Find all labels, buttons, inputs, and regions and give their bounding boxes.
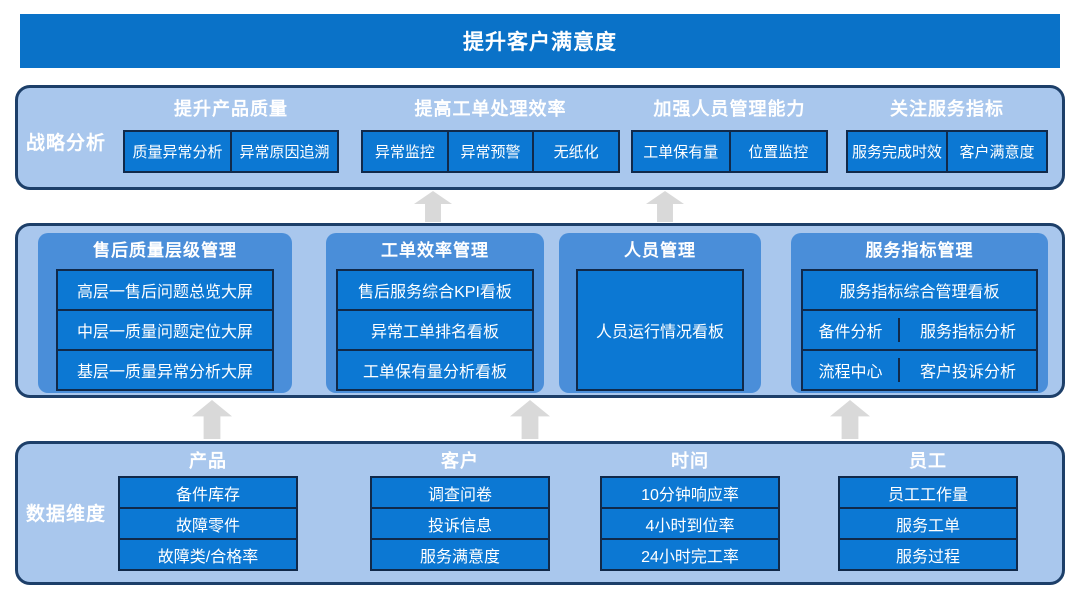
strategy-group-title: 加强人员管理能力	[653, 99, 806, 119]
dashboard-item: 流程中心	[803, 358, 900, 382]
management-group-ticket-efficiency: 工单效率管理 售后服务综合KPI看板 异常工单排名看板 工单保有量分析看板	[326, 233, 544, 393]
management-group-personnel: 人员管理 人员运行情况看板	[559, 233, 761, 393]
dashboard-item: 人员运行情况看板	[578, 271, 742, 389]
strategy-group-service-metrics: 关注服务指标 服务完成时效 客户满意度	[846, 96, 1048, 173]
data-item: 服务过程	[840, 538, 1016, 569]
strategy-item: 异常原因追溯	[230, 132, 337, 171]
data-item: 服务工单	[840, 507, 1016, 538]
dashboard-item: 售后服务综合KPI看板	[338, 271, 532, 309]
up-arrow-icon	[830, 400, 870, 439]
management-group-title: 工单效率管理	[381, 241, 489, 260]
management-group-rows: 人员运行情况看板	[576, 269, 744, 391]
strategy-group-cells: 服务完成时效 客户满意度	[846, 130, 1048, 173]
management-group-aftersales-quality: 售后质量层级管理 高层一售后问题总览大屏 中层一质量问题定位大屏 基层一质量异常…	[38, 233, 292, 393]
data-column-title: 产品	[189, 451, 227, 471]
data-column-title: 员工	[909, 451, 947, 471]
data-item: 故障零件	[120, 507, 296, 538]
strategy-group-title: 提升产品质量	[174, 99, 288, 119]
data-item: 10分钟响应率	[602, 478, 778, 507]
data-dimensions-section: 数据维度 产品 备件库存 故障零件 故障类/合格率 客户 调查问卷 投诉信息 服…	[15, 441, 1065, 585]
management-group-rows: 售后服务综合KPI看板 异常工单排名看板 工单保有量分析看板	[336, 269, 534, 391]
goal-banner-title: 提升客户满意度	[463, 31, 617, 54]
strategy-group-cells: 质量异常分析 异常原因追溯	[123, 130, 339, 173]
up-arrow-icon	[510, 400, 550, 439]
dashboard-item: 服务指标综合管理看板	[803, 271, 1036, 309]
dashboard-item-row: 流程中心 客户投诉分析	[803, 349, 1036, 389]
dashboard-item: 异常工单排名看板	[338, 309, 532, 349]
data-column-title: 时间	[671, 451, 709, 471]
data-item: 4小时到位率	[602, 507, 778, 538]
up-arrow-icon	[646, 191, 684, 222]
data-item: 备件库存	[120, 478, 296, 507]
data-column-time: 时间 10分钟响应率 4小时到位率 24小时完工率	[600, 449, 780, 571]
data-item: 调查问卷	[372, 478, 548, 507]
strategy-item: 客户满意度	[946, 132, 1046, 171]
data-item: 服务满意度	[372, 538, 548, 569]
dashboard-item: 工单保有量分析看板	[338, 349, 532, 389]
data-column-rows: 员工工作量 服务工单 服务过程	[838, 476, 1018, 571]
dashboard-item: 高层一售后问题总览大屏	[58, 271, 272, 309]
up-arrow-icon	[192, 400, 232, 439]
data-column-customer: 客户 调查问卷 投诉信息 服务满意度	[370, 449, 550, 571]
management-group-service-metrics: 服务指标管理 服务指标综合管理看板 备件分析 服务指标分析 流程中心 客户投诉分…	[791, 233, 1048, 393]
data-item: 投诉信息	[372, 507, 548, 538]
data-dimensions-label: 数据维度	[26, 504, 107, 525]
management-group-rows: 服务指标综合管理看板 备件分析 服务指标分析 流程中心 客户投诉分析	[801, 269, 1038, 391]
data-column-title: 客户	[441, 451, 479, 471]
dashboard-item-row: 备件分析 服务指标分析	[803, 309, 1036, 349]
strategy-group-title: 提高工单处理效率	[414, 99, 567, 119]
strategy-group-personnel: 加强人员管理能力 工单保有量 位置监控	[631, 96, 828, 173]
strategy-group-cells: 工单保有量 位置监控	[631, 130, 828, 173]
up-arrow-icon	[414, 191, 452, 222]
management-group-title: 人员管理	[624, 241, 696, 260]
strategy-item: 服务完成时效	[848, 132, 946, 171]
dashboard-item: 备件分析	[803, 318, 900, 342]
strategy-item: 质量异常分析	[125, 132, 230, 171]
strategy-item: 工单保有量	[633, 132, 729, 171]
strategy-section-label: 战略分析	[26, 133, 107, 154]
data-item: 24小时完工率	[602, 538, 778, 569]
strategy-group-ticket-efficiency: 提高工单处理效率 异常监控 异常预警 无纸化	[361, 96, 620, 173]
data-item: 故障类/合格率	[120, 538, 296, 569]
data-column-rows: 备件库存 故障零件 故障类/合格率	[118, 476, 298, 571]
data-column-employee: 员工 员工工作量 服务工单 服务过程	[838, 449, 1018, 571]
goal-banner: 提升客户满意度	[20, 14, 1060, 68]
strategy-group-product-quality: 提升产品质量 质量异常分析 异常原因追溯	[123, 96, 339, 173]
dashboard-item: 服务指标分析	[919, 324, 1016, 341]
management-section: 售后质量层级管理 高层一售后问题总览大屏 中层一质量问题定位大屏 基层一质量异常…	[15, 223, 1065, 398]
strategy-section: 战略分析 提升产品质量 质量异常分析 异常原因追溯 提高工单处理效率 异常监控 …	[15, 85, 1065, 190]
strategy-group-title: 关注服务指标	[890, 99, 1004, 119]
management-group-title: 售后质量层级管理	[93, 241, 237, 260]
strategy-item: 异常预警	[446, 132, 533, 171]
data-item: 员工工作量	[840, 478, 1016, 507]
dashboard-item: 基层一质量异常分析大屏	[58, 349, 272, 389]
data-column-rows: 调查问卷 投诉信息 服务满意度	[370, 476, 550, 571]
dashboard-item: 中层一质量问题定位大屏	[58, 309, 272, 349]
management-group-rows: 高层一售后问题总览大屏 中层一质量问题定位大屏 基层一质量异常分析大屏	[56, 269, 274, 391]
data-column-product: 产品 备件库存 故障零件 故障类/合格率	[118, 449, 298, 571]
strategy-item: 无纸化	[532, 132, 619, 171]
dashboard-item: 客户投诉分析	[919, 364, 1016, 381]
management-group-title: 服务指标管理	[865, 241, 974, 260]
strategy-group-cells: 异常监控 异常预警 无纸化	[361, 130, 620, 173]
strategy-item: 异常监控	[363, 132, 447, 171]
data-column-rows: 10分钟响应率 4小时到位率 24小时完工率	[600, 476, 780, 571]
strategy-item: 位置监控	[728, 132, 826, 171]
